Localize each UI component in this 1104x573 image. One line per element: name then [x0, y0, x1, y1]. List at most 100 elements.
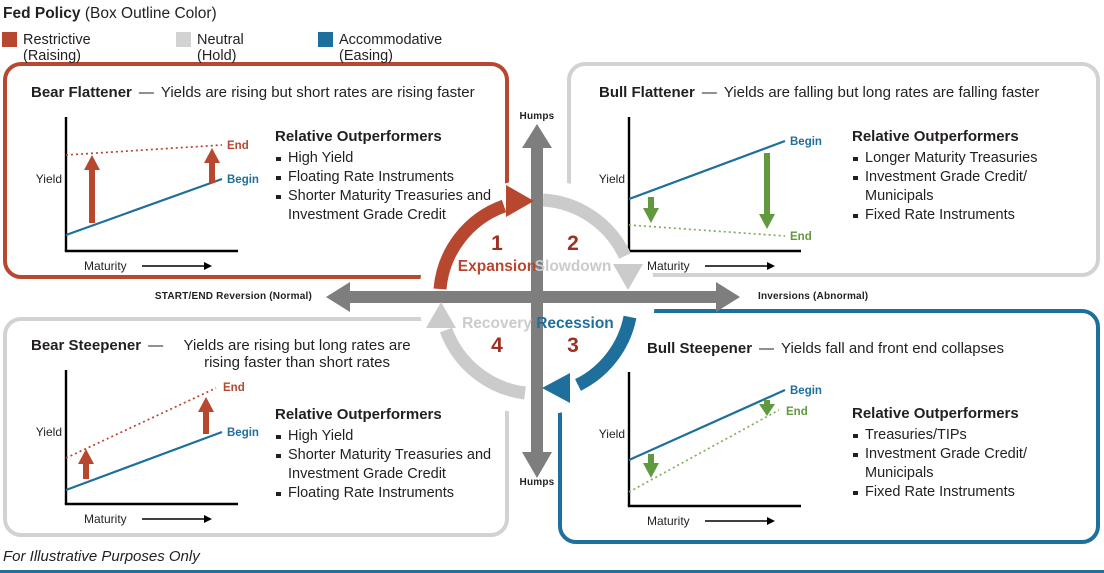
quadrant-bear-flattener: Bear Flattener — Yields are rising but s…	[3, 62, 509, 279]
outperformer-item: Floating Rate Instruments	[275, 168, 495, 187]
end-curve	[628, 409, 780, 493]
begin-label: Begin	[227, 174, 259, 186]
reversion-left-arrow-icon	[326, 282, 350, 312]
yield-axis-label: Yield	[36, 172, 62, 186]
bear-steepener-outperformers: Relative Outperformers High Yield Shorte…	[275, 406, 495, 503]
legend-swatch-accommodative	[318, 32, 333, 47]
quadrant-description: Yields are rising but long rates are ris…	[183, 337, 411, 371]
quadrant-description: Yields are rising but short rates are ri…	[160, 84, 475, 101]
yield-curve-chart-bear-flattener: Yield Maturity Begin End	[36, 117, 259, 273]
page-title: Fed Policy (Box Outline Color)	[3, 5, 217, 23]
quadrant-bull-flattener: Bull Flattener — Yields are falling but …	[567, 62, 1100, 277]
quadrant-description: Yields fall and front end collapses	[781, 340, 1004, 357]
quadrant-title-text: Bull Steepener	[647, 340, 753, 357]
bull-steepener-outperformers: Relative Outperformers Treasuries/TIPs I…	[852, 405, 1057, 502]
em-dash: —	[759, 340, 775, 357]
cycle-stage-number-expansion: 1	[491, 232, 503, 255]
outperformers-heading: Relative Outperformers	[275, 128, 442, 145]
inversions-axis-label: Inversions (Abnormal)	[758, 291, 869, 302]
outperformer-item: Shorter Maturity Treasuries and Investme…	[275, 187, 495, 225]
maturity-axis-label: Maturity	[84, 259, 127, 273]
bull-flattener-outperformers: Relative Outperformers Longer Maturity T…	[852, 128, 1057, 225]
em-dash: —	[701, 84, 717, 101]
quadrant-bear-steepener: Bear Steepener — Yields are rising but l…	[3, 317, 509, 537]
inversions-right-arrow-icon	[716, 282, 740, 312]
outperformer-item: Fixed Rate Instruments	[852, 206, 1057, 225]
maturity-arrow-icon	[204, 262, 212, 270]
bull-steepener-title: Bull Steepener — Yields fall and front e…	[647, 340, 1004, 357]
outperformer-item: High Yield	[275, 427, 495, 446]
outperformer-item: High Yield	[275, 149, 495, 168]
cycle-stage-label-recession: Recession	[536, 315, 614, 332]
outperformers-list: Treasuries/TIPs Investment Grade Credit/…	[852, 426, 1057, 502]
rates-falling-arrow-icon	[643, 153, 775, 229]
legend-swatch-restrictive	[2, 32, 17, 47]
maturity-axis-label: Maturity	[647, 514, 690, 528]
maturity-arrow-icon	[767, 262, 775, 270]
begin-label: Begin	[790, 136, 822, 148]
bear-steepener-title: Bear Steepener — Yields are rising but l…	[31, 337, 424, 371]
cycle-stage-label-slowdown: Slowdown	[534, 258, 612, 275]
maturity-axis-label: Maturity	[647, 259, 690, 273]
outperformer-item: Fixed Rate Instruments	[852, 483, 1057, 502]
maturity-arrow-icon	[767, 517, 775, 525]
outperformers-list: High Yield Shorter Maturity Treasuries a…	[275, 427, 495, 503]
em-dash: —	[138, 84, 154, 101]
humps-bottom-label: Humps	[519, 477, 555, 488]
humps-up-arrow-icon	[522, 124, 552, 148]
end-label: End	[790, 231, 812, 243]
maturity-arrow-icon	[204, 515, 212, 523]
end-curve	[65, 387, 217, 459]
quadrant-description: Yields are falling but long rates are fa…	[723, 84, 1040, 101]
outperformer-item: Longer Maturity Treasuries	[852, 149, 1057, 168]
bear-flattener-title: Bear Flattener — Yields are rising but s…	[31, 84, 475, 101]
end-label: End	[227, 140, 249, 152]
page-subtitle: (Box Outline Color)	[84, 5, 217, 22]
outperformer-item: Investment Grade Credit/ Municipals	[852, 168, 1057, 206]
cycle-stage-number-recession: 3	[567, 334, 579, 357]
reversion-axis-label: START/END Reversion (Normal)	[154, 291, 312, 302]
quadrant-title-text: Bear Flattener	[31, 84, 132, 101]
legend-label-restrictive: Restrictive (Raising)	[23, 32, 91, 64]
cycle-stage-number-recovery: 4	[491, 334, 503, 357]
em-dash: —	[148, 337, 164, 354]
yield-curve-chart-bull-flattener: Yield Maturity Begin End	[599, 117, 822, 273]
quadrant-title-text: Bull Flattener	[599, 84, 695, 101]
outperformers-list: Longer Maturity Treasuries Investment Gr…	[852, 149, 1057, 225]
outperformers-heading: Relative Outperformers	[852, 405, 1019, 422]
outperformer-item: Investment Grade Credit/ Municipals	[852, 445, 1057, 483]
outperformers-heading: Relative Outperformers	[852, 128, 1019, 145]
humps-top-label: Humps	[519, 111, 555, 122]
begin-curve	[628, 388, 786, 462]
outperformers-list: High Yield Floating Rate Instruments Sho…	[275, 149, 495, 225]
yield-axis-label: Yield	[599, 172, 625, 186]
end-curve	[65, 144, 223, 156]
end-curve	[628, 224, 786, 237]
yield-axis-label: Yield	[36, 425, 62, 439]
legend-swatch-neutral	[176, 32, 191, 47]
outperformer-item: Treasuries/TIPs	[852, 426, 1057, 445]
bull-flattener-title: Bull Flattener — Yields are falling but …	[599, 84, 1039, 101]
cycle-stage-number-slowdown: 2	[567, 232, 579, 255]
legend-label-accommodative: Accommodative (Easing)	[339, 32, 443, 64]
outperformers-heading: Relative Outperformers	[275, 406, 442, 423]
begin-label: Begin	[790, 385, 822, 397]
rates-falling-arrow-icon	[643, 400, 775, 478]
outperformer-item: Shorter Maturity Treasuries and Investme…	[275, 446, 495, 484]
yield-axis-label: Yield	[599, 427, 625, 441]
begin-curve	[628, 139, 786, 201]
begin-label: Begin	[227, 427, 259, 439]
rates-rising-arrow-icon	[78, 397, 214, 479]
disclaimer-text: For Illustrative Purposes Only	[3, 548, 200, 565]
end-label: End	[786, 406, 808, 418]
quadrant-title-text: Bear Steepener	[31, 337, 142, 354]
yield-curve-chart-bear-steepener: Yield Maturity Begin End	[36, 370, 259, 526]
begin-curve	[65, 177, 223, 237]
footer-accent-bar	[0, 569, 1104, 573]
outperformer-item: Floating Rate Instruments	[275, 484, 495, 503]
rates-rising-arrow-icon	[84, 148, 220, 223]
bear-flattener-outperformers: Relative Outperformers High Yield Floati…	[275, 128, 495, 225]
end-label: End	[223, 382, 245, 394]
quadrant-bull-steepener: Bull Steepener — Yields fall and front e…	[558, 309, 1100, 544]
humps-down-arrow-icon	[522, 452, 552, 478]
